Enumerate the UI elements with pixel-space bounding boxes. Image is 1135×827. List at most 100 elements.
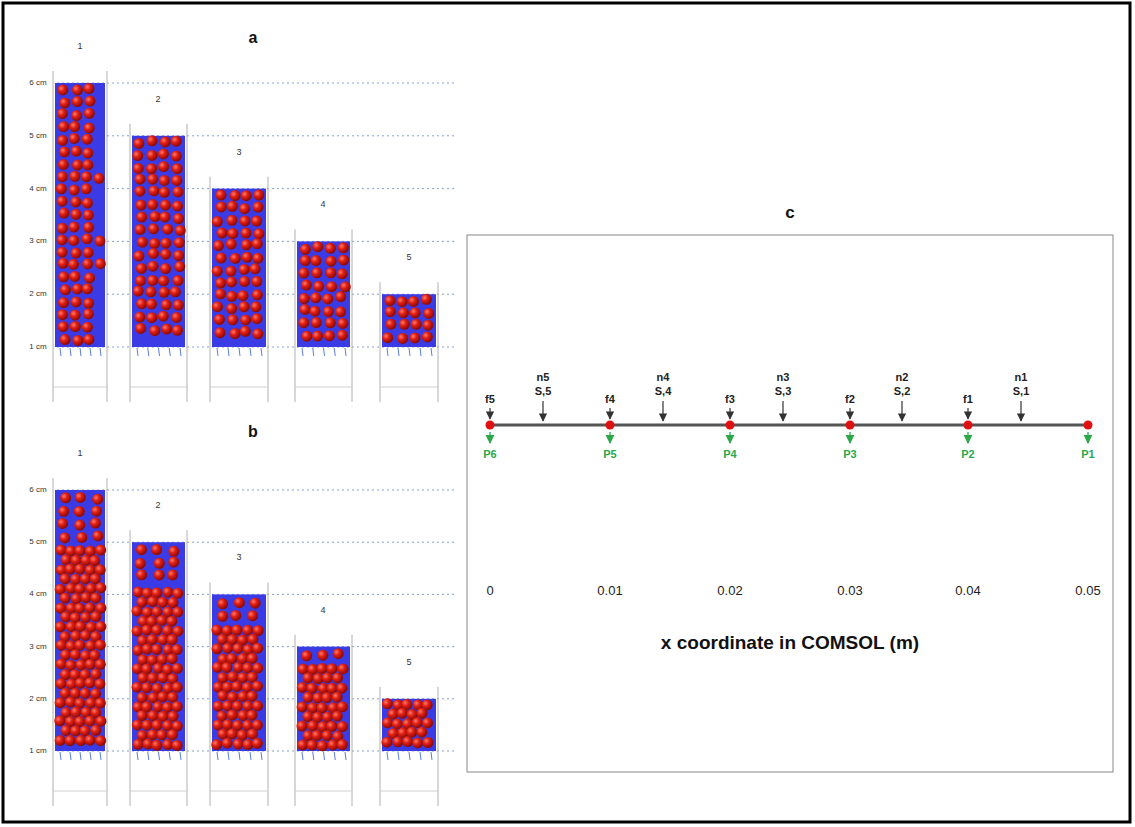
point-arrow: [609, 432, 610, 443]
particle: [312, 241, 323, 252]
particle: [135, 200, 146, 211]
particle: [71, 209, 82, 220]
particle: [216, 201, 227, 212]
particle: [231, 681, 242, 692]
drip: [261, 752, 262, 760]
particle: [72, 85, 83, 96]
particle: [332, 692, 343, 703]
drip: [324, 752, 325, 760]
particle: [69, 185, 80, 196]
node-label: n4: [657, 372, 670, 383]
particle: [416, 727, 427, 738]
particle: [337, 721, 348, 732]
particle: [80, 630, 91, 641]
fluid: [132, 542, 185, 751]
particle: [172, 201, 183, 212]
fluid: [382, 699, 436, 751]
particle: [302, 711, 313, 722]
particle: [54, 715, 65, 726]
particle: [322, 293, 333, 304]
point-label: P1: [1081, 449, 1094, 460]
drip: [90, 752, 91, 760]
particle: [56, 183, 67, 194]
particle: [251, 216, 262, 227]
particle: [239, 215, 250, 226]
particle: [82, 159, 93, 170]
node-label: n2: [896, 372, 909, 383]
tube-wall: [187, 124, 188, 402]
column-number: 1: [77, 449, 82, 458]
drip: [169, 752, 170, 760]
axis-tick: 0.02: [717, 584, 742, 597]
particle: [174, 261, 185, 272]
particle: [156, 615, 167, 626]
particle: [55, 735, 66, 746]
particle: [59, 146, 70, 157]
mesh-point: [846, 421, 855, 430]
flux-arrow: [967, 408, 968, 419]
particle: [411, 319, 422, 330]
node-label: n5: [537, 372, 550, 383]
particle: [158, 275, 169, 286]
particle: [337, 739, 348, 750]
particle: [147, 710, 158, 721]
source-label: S,5: [535, 386, 552, 397]
particle: [147, 673, 158, 684]
particle: [151, 740, 162, 751]
particle: [168, 546, 179, 557]
particle: [146, 163, 157, 174]
particle: [325, 267, 336, 278]
drip: [250, 752, 251, 760]
particle: [311, 730, 322, 741]
tube-base: [53, 387, 107, 388]
particle: [172, 663, 183, 674]
particle: [172, 740, 183, 751]
particle: [65, 735, 76, 746]
particle: [136, 710, 147, 721]
particle: [95, 659, 106, 670]
particle: [82, 283, 93, 294]
particle: [134, 312, 145, 323]
point-arrow: [489, 432, 490, 443]
particle: [252, 663, 263, 674]
drip: [217, 752, 218, 760]
particle: [232, 643, 243, 654]
particle: [172, 275, 183, 286]
particle: [71, 110, 82, 121]
point-label: P3: [843, 449, 856, 460]
particle: [90, 611, 101, 622]
axis-tick: 0: [486, 584, 493, 597]
particle: [422, 737, 433, 748]
particle: [172, 186, 183, 197]
particle: [95, 621, 106, 632]
particle: [59, 532, 70, 543]
particle: [247, 610, 258, 621]
particle: [83, 247, 94, 258]
particle: [252, 253, 263, 264]
mesh-point: [486, 421, 495, 430]
particle: [148, 248, 159, 259]
particle: [85, 697, 96, 708]
particle: [337, 701, 348, 712]
particle: [215, 288, 226, 299]
particle: [151, 644, 162, 655]
drip: [80, 348, 81, 356]
particle: [397, 708, 408, 719]
tube-base: [380, 791, 438, 792]
particle: [230, 328, 241, 339]
particle: [239, 276, 250, 287]
drip: [228, 348, 229, 356]
particle: [151, 625, 162, 636]
tube-wall: [53, 478, 54, 806]
particle: [233, 739, 244, 750]
fluid: [297, 647, 350, 751]
particle: [225, 266, 236, 277]
particle: [385, 319, 396, 330]
particle: [222, 643, 233, 654]
drip: [169, 348, 170, 356]
tube-wall: [380, 687, 381, 806]
particle: [301, 650, 312, 661]
particle: [171, 312, 182, 323]
particle: [217, 672, 228, 683]
particle: [152, 720, 163, 731]
